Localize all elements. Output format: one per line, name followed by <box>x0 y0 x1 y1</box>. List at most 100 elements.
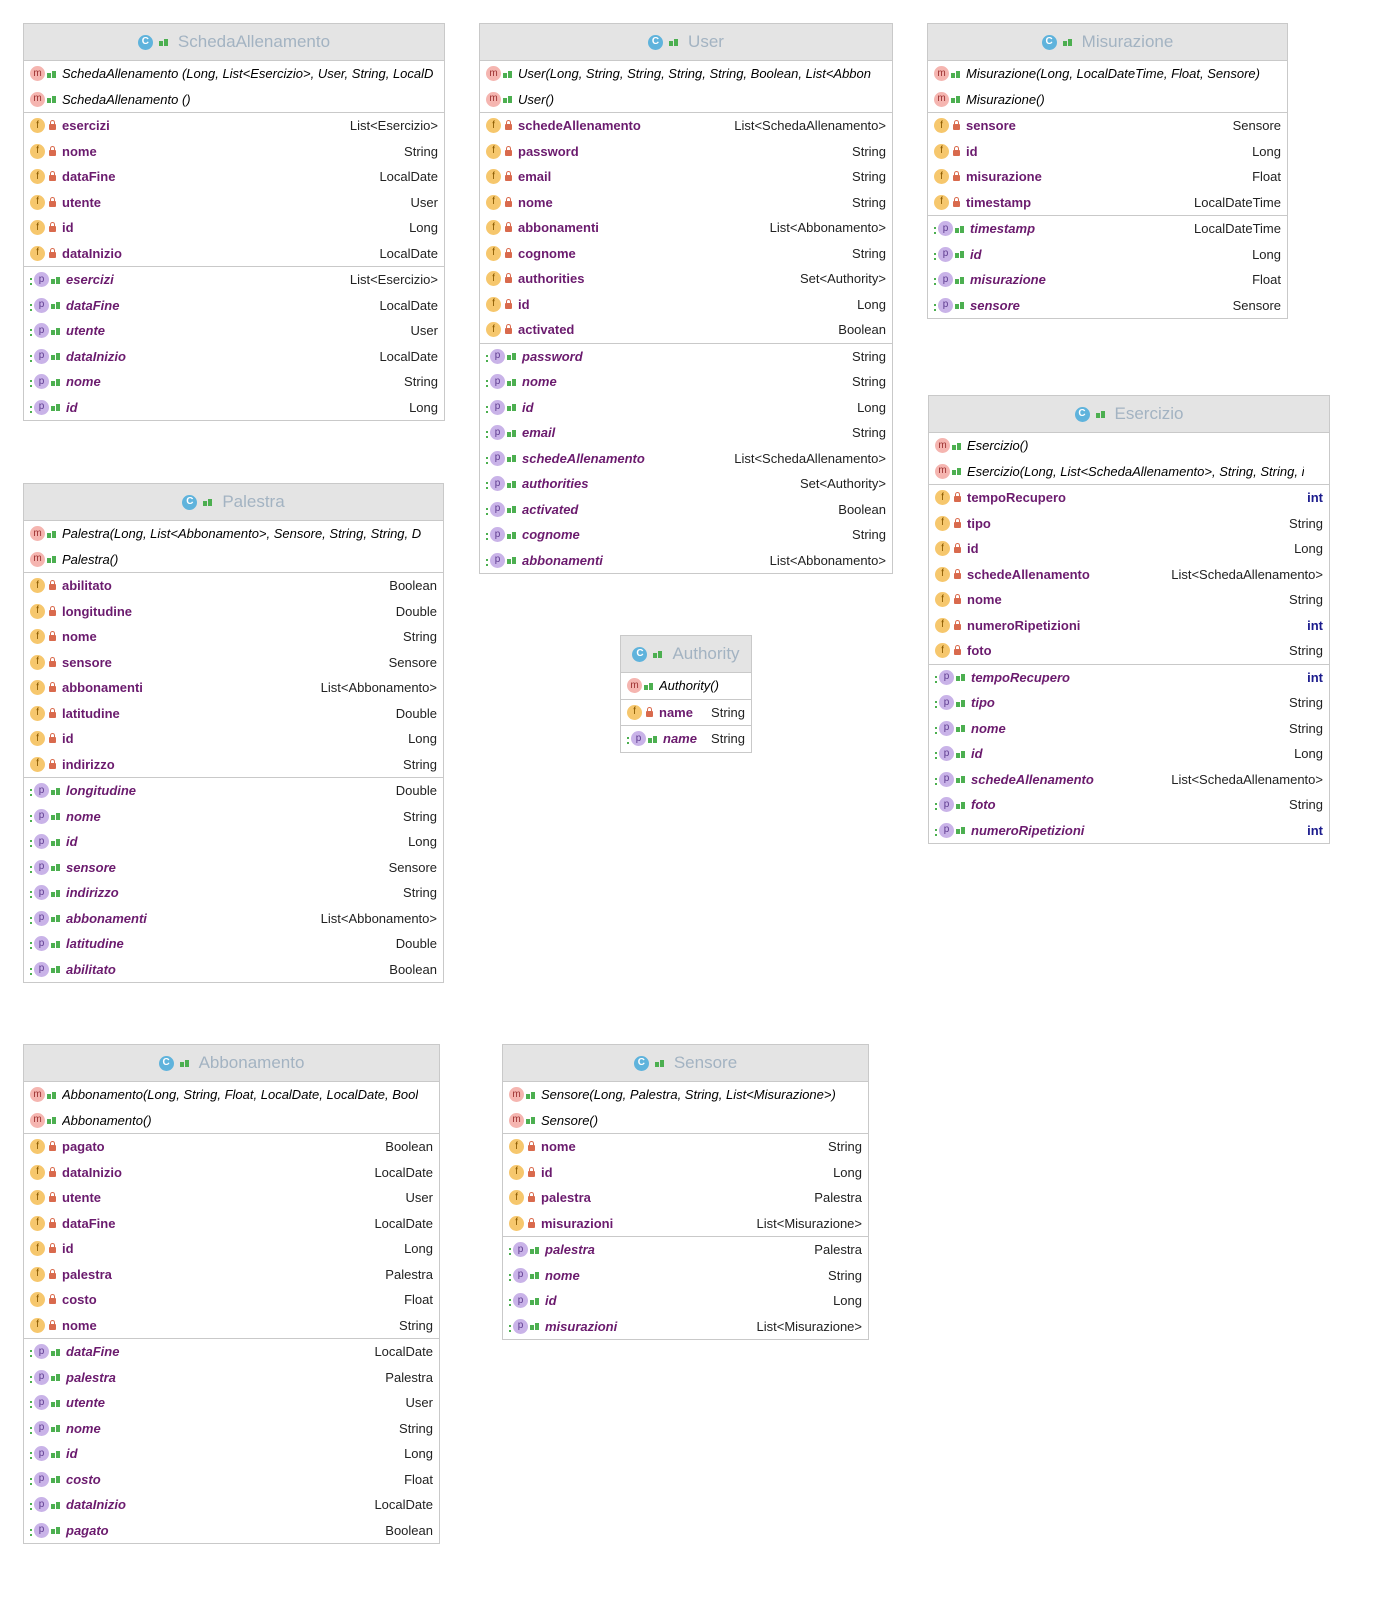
class-header[interactable]: CUser <box>480 24 892 61</box>
class-header[interactable]: CSensore <box>503 1045 868 1082</box>
property-row[interactable]: psensoreSensore <box>928 293 1287 319</box>
field-row[interactable]: fnomeString <box>24 624 443 650</box>
constructor-row[interactable]: mSchedaAllenamento (Long, List<Esercizio… <box>24 61 444 87</box>
property-row[interactable]: pcostoFloat <box>24 1467 439 1493</box>
constructor-row[interactable]: mSensore(Long, Palestra, String, List<Mi… <box>503 1082 868 1108</box>
property-row[interactable]: putenteUser <box>24 1390 439 1416</box>
property-row[interactable]: pabilitatoBoolean <box>24 957 443 983</box>
field-row[interactable]: fidLong <box>24 726 443 752</box>
field-row[interactable]: fnomeString <box>929 587 1329 613</box>
field-row[interactable]: fabbonamentiList<Abbonamento> <box>24 675 443 701</box>
class-header[interactable]: CMisurazione <box>928 24 1287 61</box>
field-row[interactable]: femailString <box>480 164 892 190</box>
property-row[interactable]: pschedeAllenamentoList<SchedaAllenamento… <box>929 767 1329 793</box>
property-row[interactable]: pdataFineLocalDate <box>24 1339 439 1365</box>
property-row[interactable]: plongitudineDouble <box>24 778 443 804</box>
field-row[interactable]: ftempoRecuperoint <box>929 485 1329 511</box>
property-row[interactable]: pnomeString <box>503 1263 868 1289</box>
constructor-row[interactable]: mPalestra(Long, List<Abbonamento>, Senso… <box>24 521 443 547</box>
class-box-esercizio[interactable]: CEserciziomEsercizio()mEsercizio(Long, L… <box>928 395 1330 844</box>
class-header[interactable]: CEsercizio <box>929 396 1329 433</box>
field-row[interactable]: fnameString <box>621 700 751 726</box>
field-row[interactable]: ffotoString <box>929 638 1329 664</box>
field-row[interactable]: fidLong <box>928 139 1287 165</box>
constructor-row[interactable]: mEsercizio() <box>929 433 1329 459</box>
field-row[interactable]: fdataInizioLocalDate <box>24 241 444 267</box>
field-row[interactable]: futenteUser <box>24 1185 439 1211</box>
property-row[interactable]: pdataFineLocalDate <box>24 293 444 319</box>
field-row[interactable]: fcognomeString <box>480 241 892 267</box>
constructor-row[interactable]: mAbbonamento() <box>24 1108 439 1134</box>
property-row[interactable]: pidLong <box>24 1441 439 1467</box>
field-row[interactable]: fidLong <box>24 1236 439 1262</box>
property-row[interactable]: pmisurazioneFloat <box>928 267 1287 293</box>
property-row[interactable]: ppalestraPalestra <box>24 1365 439 1391</box>
property-row[interactable]: pidLong <box>928 242 1287 268</box>
field-row[interactable]: fschedeAllenamentoList<SchedaAllenamento… <box>480 113 892 139</box>
constructor-row[interactable]: mAbbonamento(Long, String, Float, LocalD… <box>24 1082 439 1108</box>
property-row[interactable]: putenteUser <box>24 318 444 344</box>
constructor-row[interactable]: mUser(Long, String, String, String, Stri… <box>480 61 892 87</box>
field-row[interactable]: fidLong <box>480 292 892 318</box>
field-row[interactable]: fdataInizioLocalDate <box>24 1160 439 1186</box>
constructor-row[interactable]: mMisurazione(Long, LocalDateTime, Float,… <box>928 61 1287 87</box>
field-row[interactable]: flongitudineDouble <box>24 599 443 625</box>
property-row[interactable]: ppasswordString <box>480 344 892 370</box>
property-row[interactable]: psensoreSensore <box>24 855 443 881</box>
property-row[interactable]: pidLong <box>24 395 444 421</box>
property-row[interactable]: pidLong <box>480 395 892 421</box>
field-row[interactable]: fnumeroRipetizioniint <box>929 613 1329 639</box>
property-row[interactable]: pidLong <box>929 741 1329 767</box>
class-box-sensore[interactable]: CSensoremSensore(Long, Palestra, String,… <box>502 1044 869 1340</box>
property-row[interactable]: pnomeString <box>24 1416 439 1442</box>
class-box-schedaallenamento[interactable]: CSchedaAllenamentomSchedaAllenamento (Lo… <box>23 23 445 421</box>
constructor-row[interactable]: mEsercizio(Long, List<SchedaAllenamento>… <box>929 459 1329 485</box>
field-row[interactable]: futenteUser <box>24 190 444 216</box>
field-row[interactable]: fnomeString <box>480 190 892 216</box>
property-row[interactable]: pnomeString <box>929 716 1329 742</box>
field-row[interactable]: fpasswordString <box>480 139 892 165</box>
property-row[interactable]: pindirizzoString <box>24 880 443 906</box>
field-row[interactable]: fnomeString <box>24 1313 439 1339</box>
constructor-row[interactable]: mSensore() <box>503 1108 868 1134</box>
property-row[interactable]: ptipoString <box>929 690 1329 716</box>
constructor-row[interactable]: mAuthority() <box>621 673 751 699</box>
field-row[interactable]: findirizzoString <box>24 752 443 778</box>
field-row[interactable]: fidLong <box>503 1160 868 1186</box>
property-row[interactable]: ptimestampLocalDateTime <box>928 216 1287 242</box>
field-row[interactable]: flatitudineDouble <box>24 701 443 727</box>
field-row[interactable]: fdataFineLocalDate <box>24 1211 439 1237</box>
property-row[interactable]: pauthoritiesSet<Authority> <box>480 471 892 497</box>
constructor-row[interactable]: mPalestra() <box>24 547 443 573</box>
property-row[interactable]: pnomeString <box>24 369 444 395</box>
field-row[interactable]: fschedeAllenamentoList<SchedaAllenamento… <box>929 562 1329 588</box>
property-row[interactable]: pidLong <box>503 1288 868 1314</box>
property-row[interactable]: pnomeString <box>24 804 443 830</box>
field-row[interactable]: fauthoritiesSet<Authority> <box>480 266 892 292</box>
property-row[interactable]: pidLong <box>24 829 443 855</box>
property-row[interactable]: pfotoString <box>929 792 1329 818</box>
property-row[interactable]: pnumeroRipetizioniint <box>929 818 1329 844</box>
class-header[interactable]: CAuthority <box>621 636 751 673</box>
property-row[interactable]: pdataInizioLocalDate <box>24 344 444 370</box>
field-row[interactable]: factivatedBoolean <box>480 317 892 343</box>
field-row[interactable]: fidLong <box>929 536 1329 562</box>
class-header[interactable]: CPalestra <box>24 484 443 521</box>
field-row[interactable]: fdataFineLocalDate <box>24 164 444 190</box>
field-row[interactable]: fnomeString <box>24 139 444 165</box>
field-row[interactable]: fpalestraPalestra <box>24 1262 439 1288</box>
property-row[interactable]: pnameString <box>621 726 751 752</box>
field-row[interactable]: feserciziList<Esercizio> <box>24 113 444 139</box>
property-row[interactable]: pabbonamentiList<Abbonamento> <box>24 906 443 932</box>
field-row[interactable]: fidLong <box>24 215 444 241</box>
property-row[interactable]: pemailString <box>480 420 892 446</box>
property-row[interactable]: pnomeString <box>480 369 892 395</box>
field-row[interactable]: fpagatoBoolean <box>24 1134 439 1160</box>
class-header[interactable]: CAbbonamento <box>24 1045 439 1082</box>
field-row[interactable]: fcostoFloat <box>24 1287 439 1313</box>
property-row[interactable]: peserciziList<Esercizio> <box>24 267 444 293</box>
property-row[interactable]: ppagatoBoolean <box>24 1518 439 1544</box>
constructor-row[interactable]: mMisurazione() <box>928 87 1287 113</box>
property-row[interactable]: pabbonamentiList<Abbonamento> <box>480 548 892 574</box>
class-box-abbonamento[interactable]: CAbbonamentomAbbonamento(Long, String, F… <box>23 1044 440 1544</box>
